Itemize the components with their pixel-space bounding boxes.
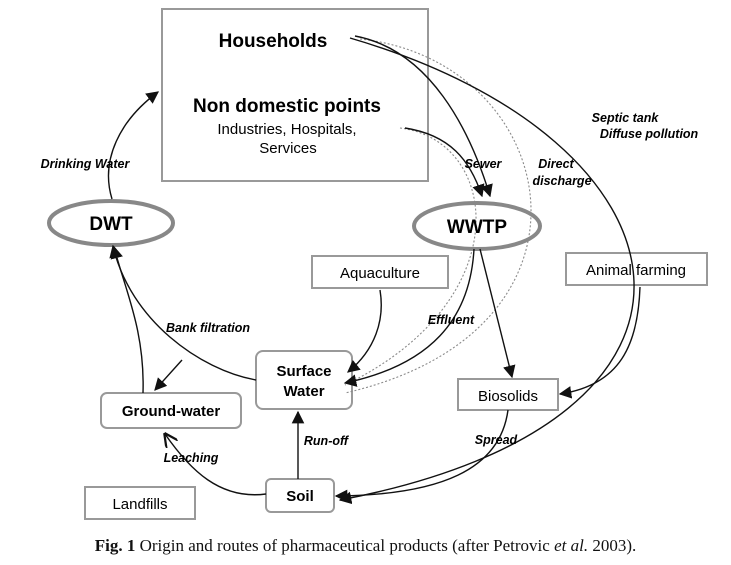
non-domestic-sub1: Industries, Hospitals, [217, 121, 356, 138]
wwtp-biosolids-arrow [479, 248, 516, 379]
wwtp-label: WWTP [447, 217, 507, 238]
soil-label: Soil [286, 488, 314, 505]
animal-farming-box [565, 252, 708, 286]
biosolids-label: Biosolids [478, 388, 538, 405]
aquaculture-arrow [347, 289, 382, 373]
bank-filtration-label: Bank filtration [166, 321, 250, 335]
effluent-arrow [343, 248, 475, 387]
households-label: Households [219, 31, 328, 52]
septic-label-2: Diffuse pollution [600, 127, 699, 141]
bank-filtration-arrow-sw [109, 244, 257, 381]
direct-discharge-line-nondomestic [344, 127, 477, 386]
leaching-arrow [165, 434, 267, 496]
landfills-box [84, 486, 196, 520]
direct-discharge-line-households [344, 38, 532, 394]
non-domestic-label: Non domestic points [193, 96, 381, 117]
sewer-arrow-nondomestic [404, 127, 485, 198]
caption-text-b: 2003). [588, 536, 637, 555]
run-off-label: Run-off [304, 434, 350, 448]
wwtp-ellipse [412, 201, 542, 251]
spread-label: Spread [475, 433, 518, 447]
leaching-label: Leaching [164, 451, 219, 465]
figure-caption: Fig. 1 Origin and routes of pharmaceutic… [0, 536, 731, 556]
sources-box [161, 8, 429, 182]
spread-arrow [334, 409, 509, 503]
drinking-water-label: Drinking Water [41, 157, 131, 171]
landfills-label: Landfills [112, 496, 167, 513]
bank-filtration-arrow-gw [154, 359, 183, 391]
soil-box [265, 478, 335, 513]
caption-et-al: et al. [554, 536, 589, 555]
aquaculture-box [311, 255, 449, 289]
aquaculture-label: Aquaculture [340, 265, 420, 282]
groundwater-label: Ground-water [122, 403, 220, 420]
sewer-label: Sewer [465, 157, 503, 171]
dwt-label: DWT [89, 214, 133, 235]
drinking-water-arrow [107, 91, 160, 200]
groundwater-dwt-arrow [110, 245, 144, 394]
biosolids-box [457, 378, 559, 411]
direct-discharge-label-2: discharge [532, 174, 591, 188]
groundwater-box [100, 392, 242, 429]
surface-water-box [255, 350, 353, 410]
caption-text-a: Origin and routes of pharmaceutical prod… [135, 536, 555, 555]
surface-water-label-2: Water [283, 383, 324, 400]
sewer-arrow-households [354, 35, 493, 198]
animal-farming-label: Animal farming [586, 262, 686, 279]
non-domestic-sub2: Services [259, 140, 317, 157]
septic-arrow [338, 37, 635, 505]
figure-number: Fig. 1 [94, 536, 136, 555]
septic-label-1: Septic tank [592, 111, 660, 125]
animal-farming-arrow [558, 286, 641, 399]
direct-discharge-label-1: Direct [538, 157, 574, 171]
surface-water-label-1: Surface [276, 363, 331, 380]
effluent-label: Effluent [428, 313, 475, 327]
